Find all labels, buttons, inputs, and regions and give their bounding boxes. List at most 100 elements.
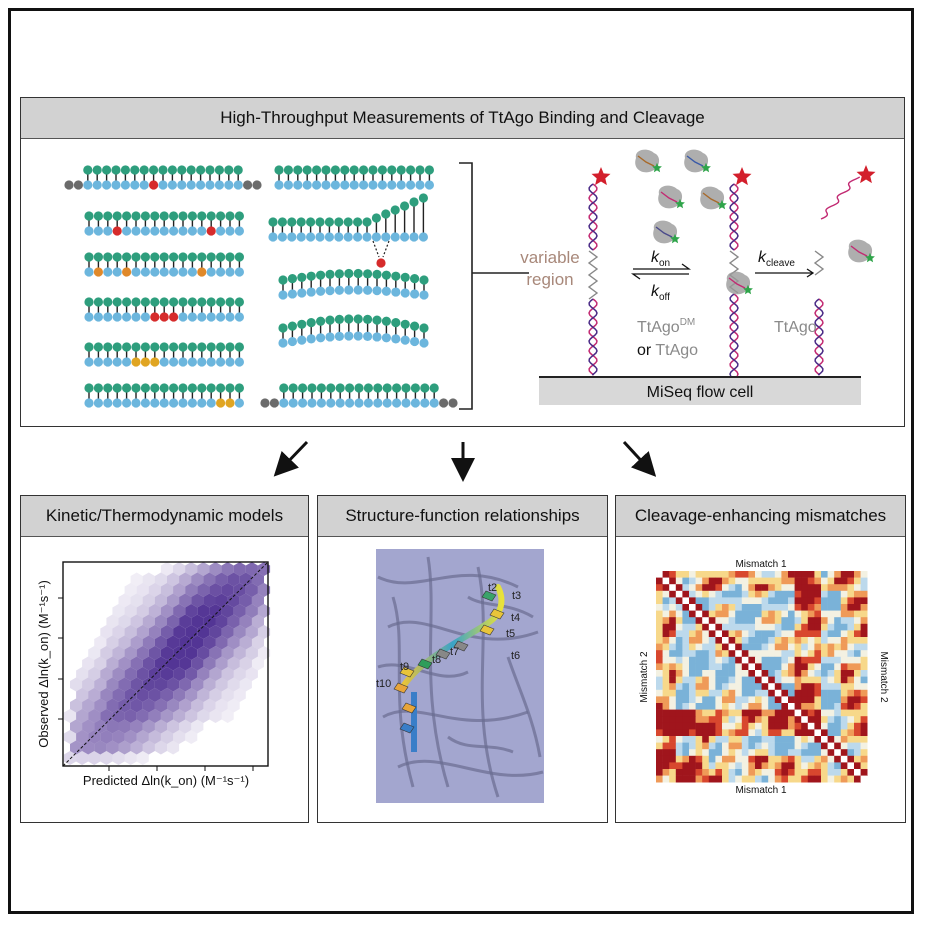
target-nucleotide [326, 398, 336, 408]
heatmap-cell [794, 637, 802, 644]
heatmap-cell [748, 663, 755, 670]
heatmap-cell [781, 604, 789, 611]
heatmap-cell [840, 656, 848, 664]
protein-ribbon [377, 663, 469, 678]
heatmap-cell [794, 623, 802, 631]
heatmap-cell [827, 769, 835, 776]
hexbin-cell [142, 698, 155, 713]
heatmap-cell [840, 650, 848, 658]
heatmap-cell [854, 571, 861, 578]
heatmap-cell [827, 703, 835, 710]
heatmap-cell [656, 689, 663, 697]
heatmap-cell [768, 590, 776, 598]
heatmap-cell [834, 729, 842, 737]
heatmap-cell [748, 755, 756, 763]
heatmap-cell [748, 762, 756, 770]
guide-nucleotide [169, 383, 179, 393]
target-nucleotide [131, 357, 141, 367]
heatmap-cell [669, 630, 677, 638]
guide-nucleotide [279, 383, 289, 393]
heatmap-cell [840, 683, 848, 691]
hexbin-cell [94, 719, 107, 734]
heatmap-cell [847, 762, 854, 769]
heatmap-cell [768, 630, 776, 638]
target-nucleotide [293, 180, 303, 190]
heatmap-cell [695, 617, 703, 625]
heatmap-cell [741, 769, 749, 776]
hexbin-cell [82, 698, 95, 713]
target-nucleotide [372, 332, 382, 342]
heatmap-cell [854, 749, 861, 757]
heatmap-cell [695, 755, 703, 763]
hexbin-cell [179, 614, 192, 629]
heatmap-cell [854, 604, 861, 611]
heatmap-cell [827, 775, 835, 783]
heatmap-cell [662, 597, 670, 605]
target-nucleotide [112, 312, 122, 322]
nucleotide-label-t6: t6 [511, 650, 520, 662]
heatmap-cell [768, 755, 776, 763]
guide-nucleotide [225, 211, 235, 221]
heatmap-cell [656, 597, 663, 605]
target-nucleotide [93, 226, 103, 236]
heatmap-cell [794, 590, 802, 598]
heatmap-cell [814, 709, 822, 717]
hexbin-cell [118, 593, 131, 608]
heatmap-cell [702, 689, 710, 697]
target-nucleotide [288, 398, 298, 408]
heatmap-cell [675, 729, 683, 737]
hexbin-cell [209, 667, 222, 681]
heatmap-cell [708, 762, 716, 770]
nucleotide-base [399, 666, 415, 678]
heatmap-cell [735, 630, 743, 638]
heatmap-cell [748, 623, 756, 631]
heatmap-cell [682, 755, 690, 763]
hexbin-cell [239, 656, 252, 671]
target-nucleotide [439, 398, 449, 408]
target-nucleotide [392, 398, 402, 408]
target-nucleotide [214, 180, 224, 190]
heatmap-cell [675, 716, 683, 724]
hexbin-cell [227, 593, 240, 608]
target-nucleotide [381, 333, 391, 343]
hexbin-cell [179, 677, 192, 692]
heatmap-cell [695, 643, 703, 651]
guide-nucleotide [288, 383, 298, 393]
hexbin-cell [63, 709, 77, 723]
heatmap-cell [807, 742, 815, 750]
heatmap-cell [801, 716, 808, 723]
heatmap-cell [847, 689, 855, 697]
heatmap-cell [821, 656, 828, 664]
guide-nucleotide [140, 342, 150, 352]
heatmap-cell [669, 617, 677, 625]
heatmap-cell [722, 769, 729, 776]
target-nucleotide [401, 398, 411, 408]
hexbin-cell [142, 677, 155, 692]
hexbin-cell [197, 709, 210, 723]
hexbin-cell [179, 656, 192, 671]
heatmap-cell [794, 755, 802, 763]
heatmap-cell [801, 709, 809, 717]
heatmap-top-label: Mismatch 1 [735, 559, 787, 570]
heatmap-cell [689, 742, 696, 750]
target-nucleotide [159, 357, 169, 367]
heatmap-cell [689, 656, 696, 664]
heatmap-cell [656, 590, 663, 598]
heatmap-cell [675, 637, 683, 644]
heatmap-cell [834, 604, 842, 611]
hexbin-cell [106, 698, 119, 713]
guide-nucleotide [150, 383, 160, 393]
guide-nucleotide [410, 383, 420, 393]
heatmap-cell [722, 637, 729, 644]
hexbin-cell [142, 635, 155, 650]
guide-nucleotide [187, 252, 197, 262]
heatmap-cell [794, 689, 802, 697]
heatmap-cell [761, 577, 769, 585]
hexbin-cell [245, 583, 258, 597]
hexbin-cell [124, 583, 137, 597]
heatmap-cell [834, 722, 842, 730]
heatmap-cell [682, 623, 690, 631]
guide-nucleotide [159, 342, 169, 352]
guide-nucleotide [140, 252, 150, 262]
heatmap-cell [735, 689, 743, 697]
